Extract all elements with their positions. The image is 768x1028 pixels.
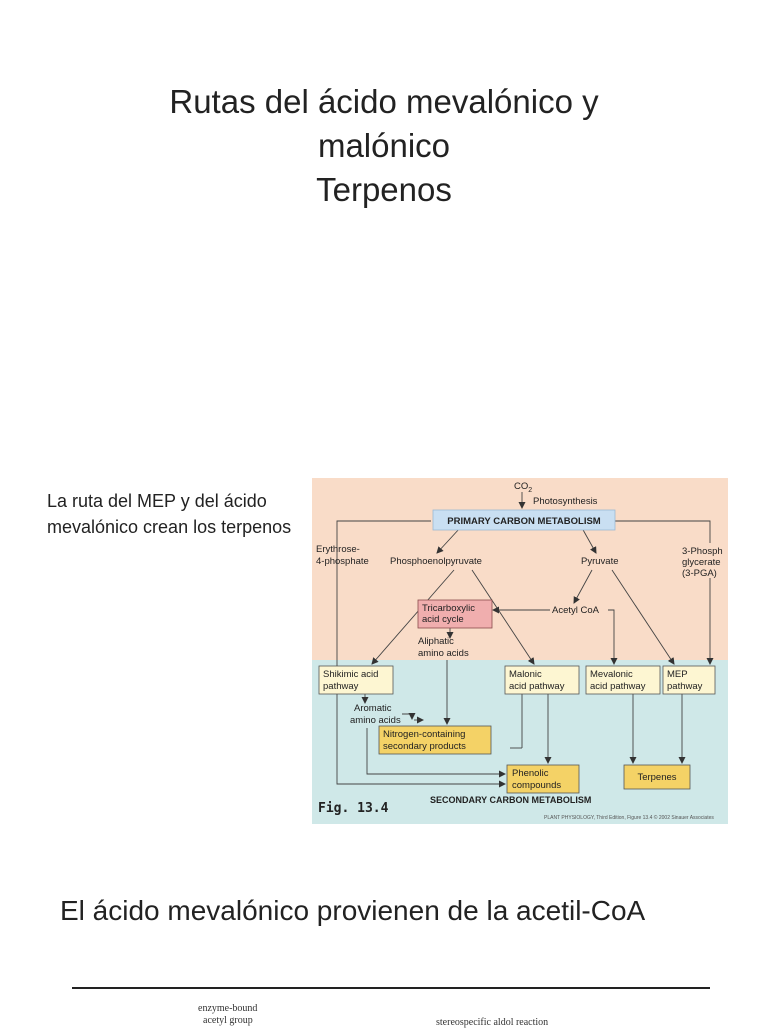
nitrogen-box: [378, 725, 492, 755]
fig-label: Fig. 13.4: [318, 801, 389, 816]
mevalonic-box: [585, 665, 661, 695]
malonic-label-2: acid pathway: [509, 681, 565, 692]
aromatic-label-2: amino acids: [350, 715, 401, 726]
tca-label-2: acid cycle: [422, 614, 464, 625]
terpenes-box: [623, 764, 691, 790]
slide-title: Rutas del ácido mevalónico y malónico Te…: [0, 80, 768, 212]
mep-label-2: pathway: [667, 681, 703, 692]
phenolic-box: [506, 764, 580, 794]
pathway-diagram: CO2 Photosynthesis PRIMARY CARBON METABO…: [312, 478, 728, 824]
phenolic-label-1: Phenolic: [512, 768, 549, 779]
phenolic-label-2: compounds: [512, 780, 561, 791]
title-line-1: Rutas del ácido mevalónico y: [169, 83, 599, 120]
acetyl-label: Acetyl CoA: [552, 605, 600, 616]
malonic-label-1: Malonic: [509, 669, 542, 680]
photosynthesis-label: Photosynthesis: [533, 496, 598, 507]
pep-label: Phosphoenolpyruvate: [390, 556, 482, 567]
slide-2-title: El ácido mevalónico provienen de la acet…: [60, 895, 646, 926]
pga-label-3: (3-PGA): [682, 568, 717, 579]
mevalonic-label-1: Mevalonic: [590, 669, 633, 680]
primary-label: PRIMARY CARBON METABOLISM: [447, 516, 600, 527]
shikimic-label-2: pathway: [323, 681, 359, 692]
pga-label-2: glycerate: [682, 557, 721, 568]
title-line-3: Terpenos: [316, 171, 452, 208]
tca-label-1: Tricarboxylic: [422, 603, 475, 614]
aliphatic-label-2: amino acids: [418, 648, 469, 659]
nitrogen-label-1: Nitrogen-containing: [383, 729, 465, 740]
fragment-text-1: enzyme-bound: [198, 1003, 258, 1014]
mep-box: [662, 665, 716, 695]
aromatic-label-1: Aromatic: [354, 703, 392, 714]
mevalonic-label-2: acid pathway: [590, 681, 646, 692]
nitrogen-label-2: secondary products: [383, 741, 466, 752]
fragment-text-3: stereospecific aldol reaction: [436, 1017, 549, 1028]
terpenes-label: Terpenes: [637, 772, 676, 783]
primary-region: [312, 478, 728, 660]
malonic-box: [504, 665, 580, 695]
slide-1: Rutas del ácido mevalónico y malónico Te…: [0, 80, 768, 824]
side-text: La ruta del MEP y del ácido mevalónico c…: [47, 491, 292, 537]
primary-box: [432, 509, 616, 531]
shikimic-label-1: Shikimic acid: [323, 669, 378, 680]
tca-box: [417, 599, 493, 629]
pyruvate-label: Pyruvate: [581, 556, 619, 567]
shikimic-box: [318, 665, 394, 695]
erythrose-label-2: 4-phosphate: [316, 556, 369, 567]
title-line-2: malónico: [317, 127, 451, 164]
co2-label: CO2: [514, 481, 532, 494]
aliphatic-label-1: Aliphatic: [418, 636, 454, 647]
divider: [72, 987, 710, 989]
secondary-label: SECONDARY CARBON METABOLISM: [430, 795, 591, 805]
fragment-text-2: acetyl group: [203, 1015, 253, 1026]
erythrose-label-1: Erythrose-: [316, 544, 360, 555]
credit-label: PLANT PHYSIOLOGY, Third Edition, Figure …: [544, 814, 714, 821]
pga-label-1: 3-Phosph: [682, 546, 723, 557]
mep-label-1: MEP: [667, 669, 688, 680]
